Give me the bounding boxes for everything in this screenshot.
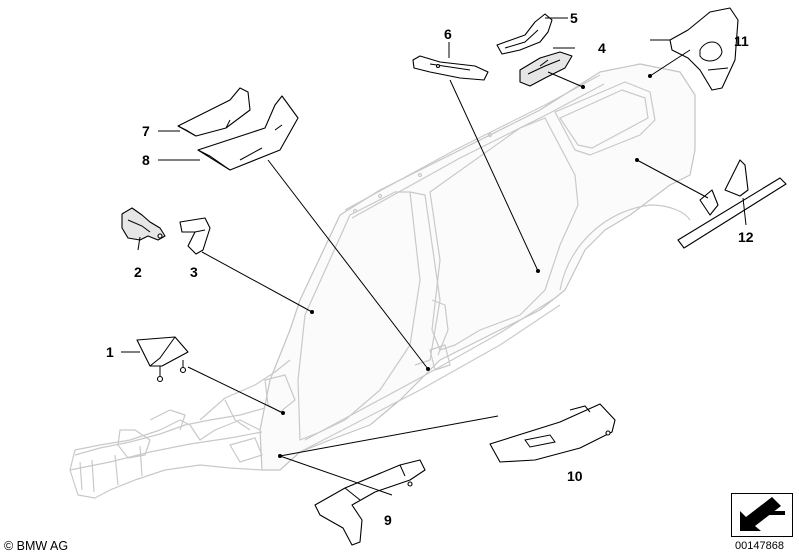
part-7-panel [177, 87, 251, 137]
part-12-rail [677, 159, 787, 249]
callout-8: 8 [142, 152, 150, 168]
callout-6: 6 [444, 26, 452, 42]
document-number: 00147868 [735, 540, 784, 552]
callout-labels: 1 2 3 4 5 6 7 8 9 10 11 12 [106, 10, 754, 528]
vehicle-body-shell [69, 63, 696, 499]
part-9-rail [314, 459, 426, 546]
part-1-bracket [136, 336, 189, 383]
orientation-box [731, 493, 793, 537]
part-4-bracket [519, 51, 573, 87]
callout-4: 4 [598, 40, 606, 56]
part-10-floor-panel [489, 403, 616, 463]
callout-2: 2 [134, 264, 142, 280]
leader-lines [121, 17, 747, 496]
part-2-bracket [121, 207, 166, 241]
callout-10: 10 [567, 468, 583, 484]
callout-12: 12 [738, 229, 754, 245]
callout-11: 11 [734, 33, 749, 49]
callout-9: 9 [384, 512, 392, 528]
part-11-wheelhouse-panel [669, 7, 739, 91]
part-6-rail [412, 55, 489, 81]
callout-1: 1 [106, 344, 114, 360]
callout-7: 7 [142, 123, 150, 139]
part-5-bracket [496, 13, 553, 55]
leader-dots [278, 74, 652, 458]
part-8-panel [197, 95, 299, 171]
callout-5: 5 [570, 10, 578, 26]
copyright-notice: © BMW AG [4, 539, 69, 553]
part-3-bracket [179, 217, 211, 255]
callout-3: 3 [190, 264, 198, 280]
